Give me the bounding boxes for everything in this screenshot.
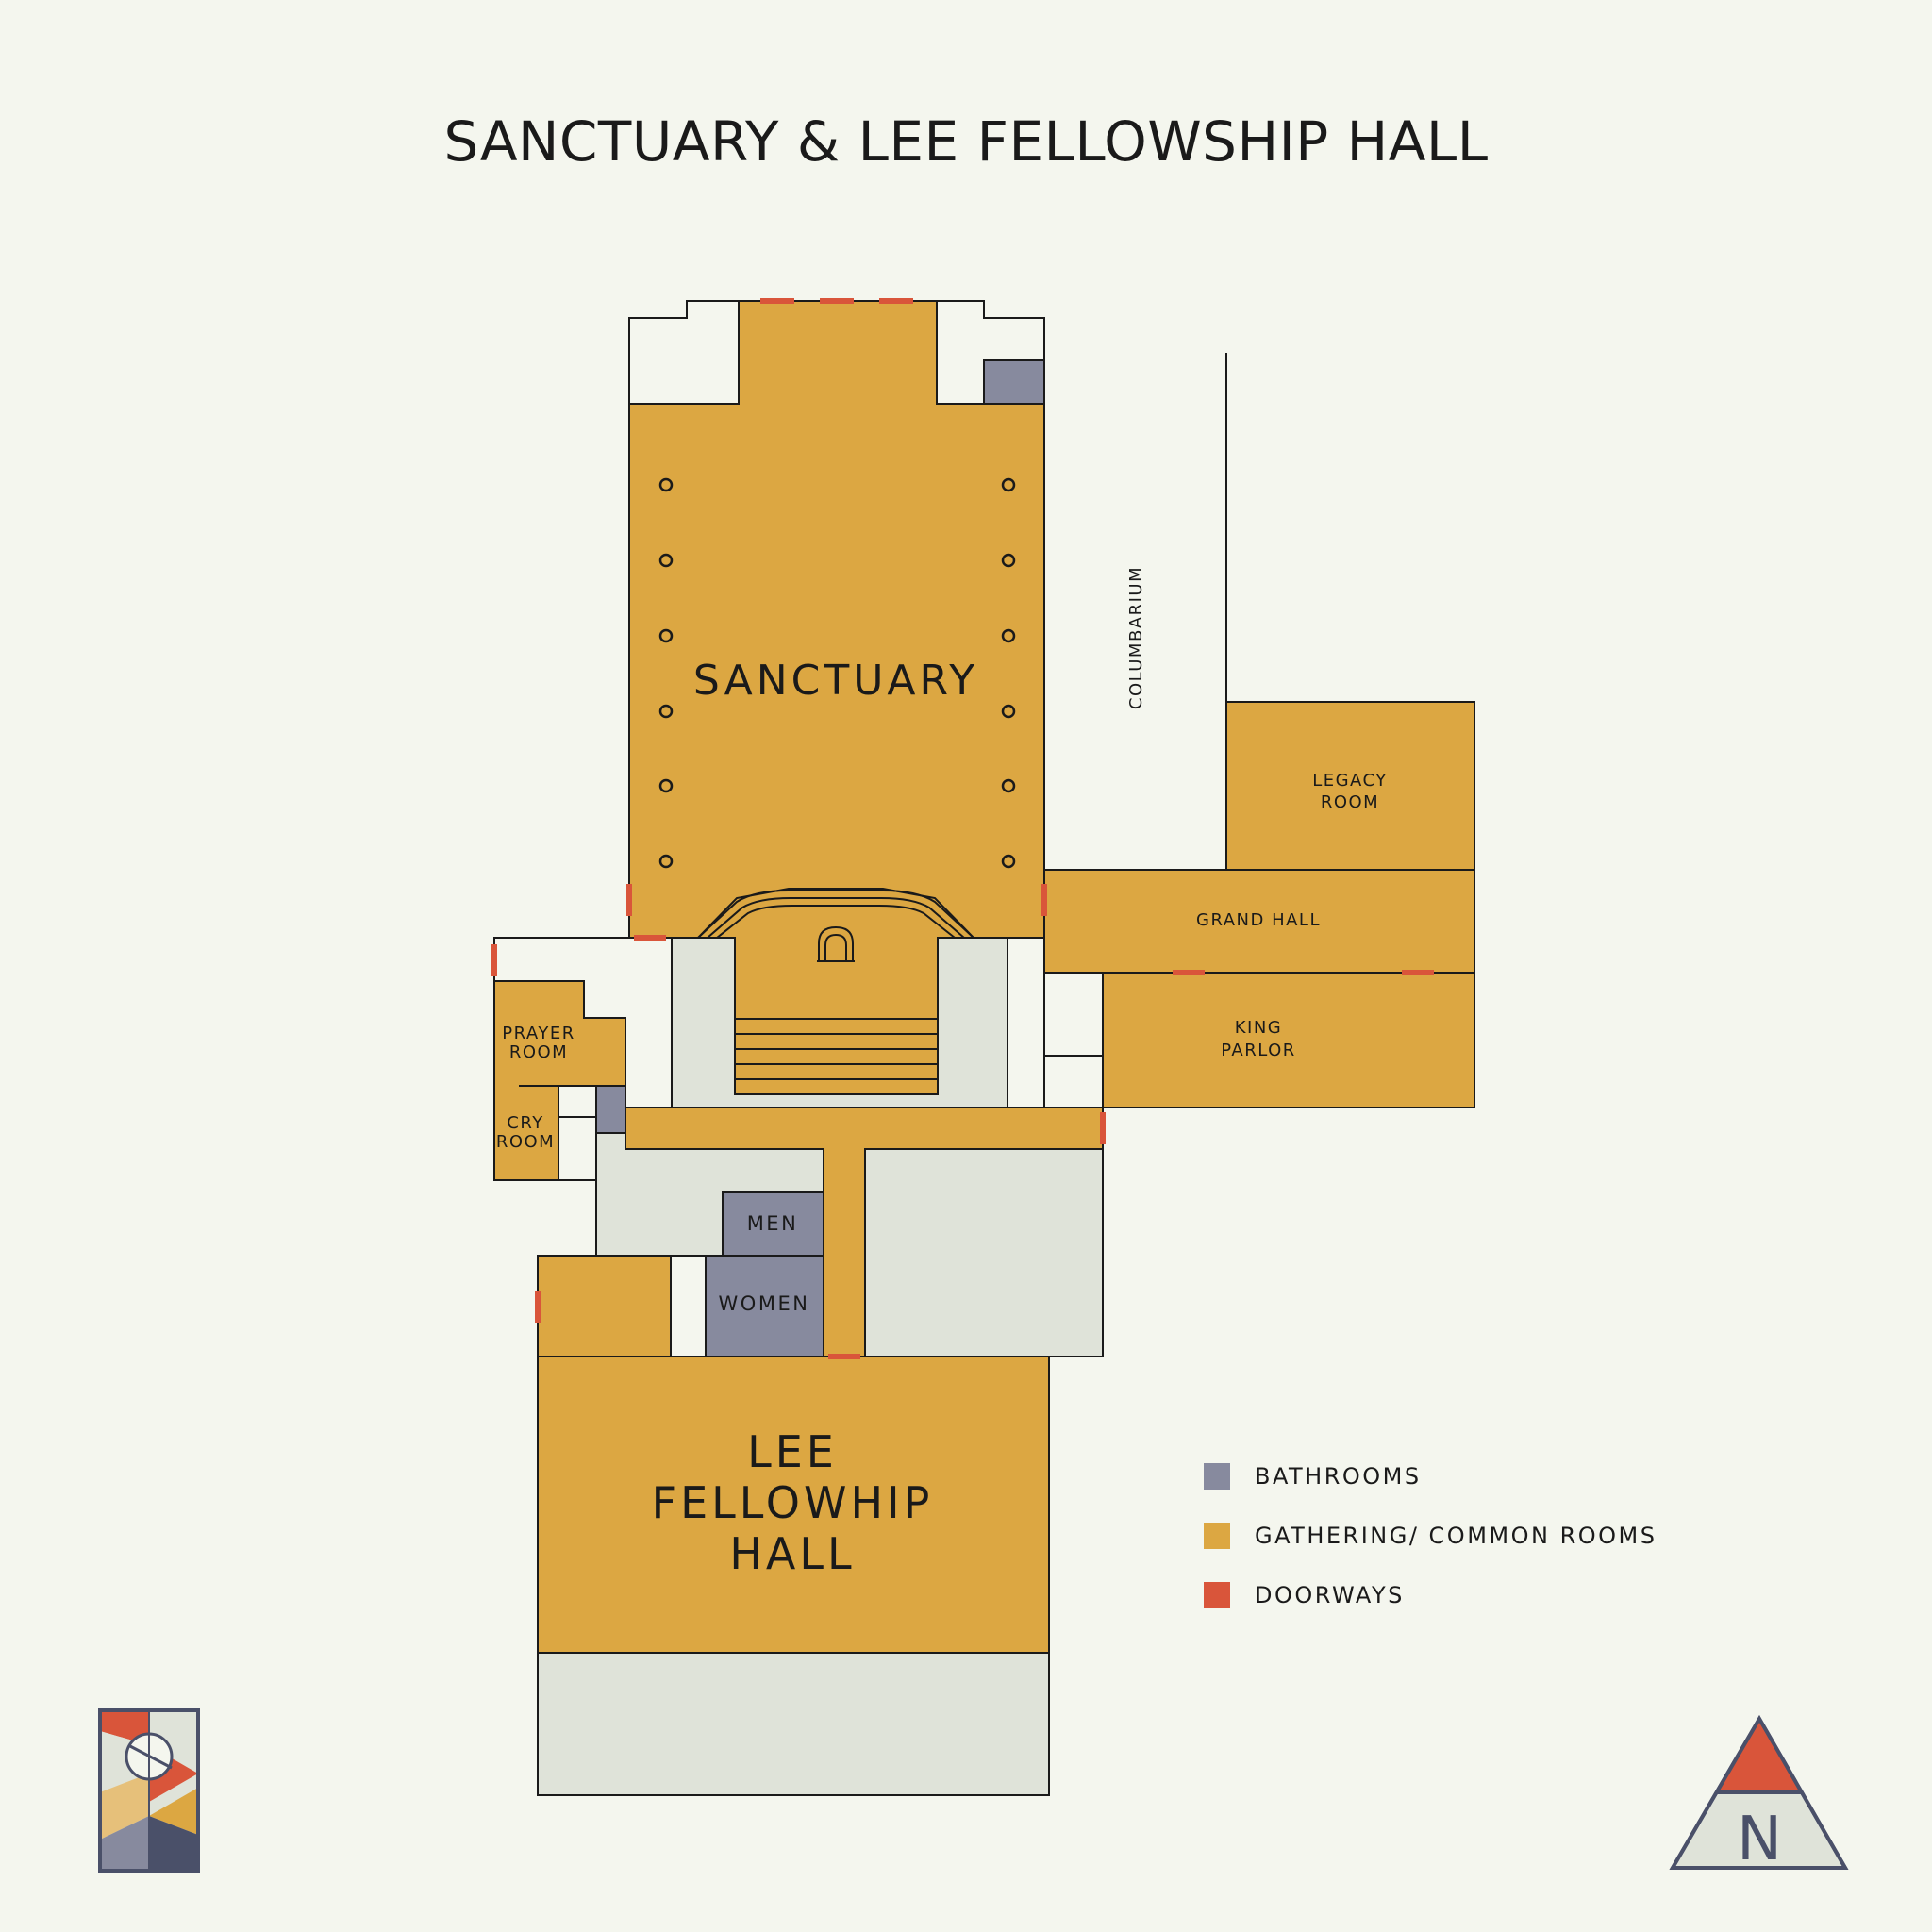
fellowship-anteroom[interactable] (537, 1255, 672, 1357)
legend: BATHROOMS GATHERING/ COMMON ROOMS DOORWA… (1204, 1463, 1657, 1608)
lee-fellowship-label-2: FELLOWHIP (652, 1477, 934, 1528)
north-arrow-icon: N (1669, 1715, 1849, 1874)
nw-anteroom[interactable] (628, 300, 740, 405)
king-parlor[interactable] (1102, 972, 1475, 1108)
fellowship-kitchen[interactable] (537, 1652, 1050, 1796)
cry-room-label-2: ROOM (496, 1132, 555, 1152)
men-restroom[interactable] (722, 1191, 824, 1257)
church-logo-icon (98, 1708, 200, 1873)
legend-label-gathering: GATHERING/ COMMON ROOMS (1255, 1523, 1657, 1549)
legend-label-bathrooms: BATHROOMS (1255, 1463, 1422, 1490)
corridor-alcove[interactable] (670, 1255, 707, 1357)
cry-room-label-1: CRY (507, 1113, 543, 1133)
women-label: WOMEN (719, 1292, 810, 1315)
east-wing: COLUMBARIUM LEGACY ROOM GRAND HALL KING … (1043, 353, 1475, 1108)
fellowship-building: LEE FELLOWHIP HALL (537, 1356, 1050, 1796)
sanctuary-bathroom[interactable] (983, 359, 1045, 405)
king-parlor-label-1: KING (1235, 1018, 1283, 1038)
cry-room-closet-1[interactable] (558, 1085, 597, 1118)
men-label: MEN (747, 1212, 799, 1235)
legend-swatch-gathering (1204, 1523, 1230, 1549)
compass-letter: N (1737, 1805, 1782, 1874)
prayer-room-label-2: ROOM (509, 1042, 568, 1062)
legacy-room-label-2: ROOM (1321, 792, 1379, 812)
king-parlor-label-2: PARLOR (1221, 1041, 1296, 1060)
sanctuary-label: SANCTUARY (693, 657, 978, 705)
legacy-room-label-1: LEGACY (1312, 771, 1388, 791)
lee-fellowship-label-3: HALL (729, 1528, 855, 1579)
page-title: SANCTUARY & LEE FELLOWSHIP HALL (443, 109, 1488, 174)
east-service-room[interactable] (864, 1148, 1104, 1357)
chancel-stairs (735, 1018, 938, 1080)
doorways (491, 298, 1434, 1359)
west-wing: PRAYER ROOM CRY ROOM (493, 937, 629, 1181)
chancel-stage[interactable] (695, 888, 976, 1095)
prayer-room-label-1: PRAYER (502, 1024, 575, 1043)
columbarium-label: COLUMBARIUM (1126, 566, 1146, 709)
small-bathroom[interactable] (595, 1085, 626, 1134)
legend-swatch-bathrooms (1204, 1463, 1230, 1490)
grand-hall-label: GRAND HALL (1196, 910, 1321, 930)
lee-fellowship-hall[interactable] (537, 1356, 1050, 1654)
legend-swatch-doorways (1204, 1582, 1230, 1608)
connector-wing: MEN WOMEN (537, 1085, 1104, 1357)
legend-label-doorways: DOORWAYS (1255, 1582, 1405, 1608)
parlor-closet[interactable] (1043, 1055, 1104, 1108)
lee-fellowship-label-1: LEE (747, 1426, 838, 1477)
sanctuary-building: SANCTUARY (628, 300, 1045, 1108)
cry-room-closet-2[interactable] (558, 1116, 597, 1181)
legacy-room[interactable] (1225, 701, 1475, 871)
sanctuary-pillars (658, 477, 1016, 869)
altar-icon (818, 925, 854, 962)
